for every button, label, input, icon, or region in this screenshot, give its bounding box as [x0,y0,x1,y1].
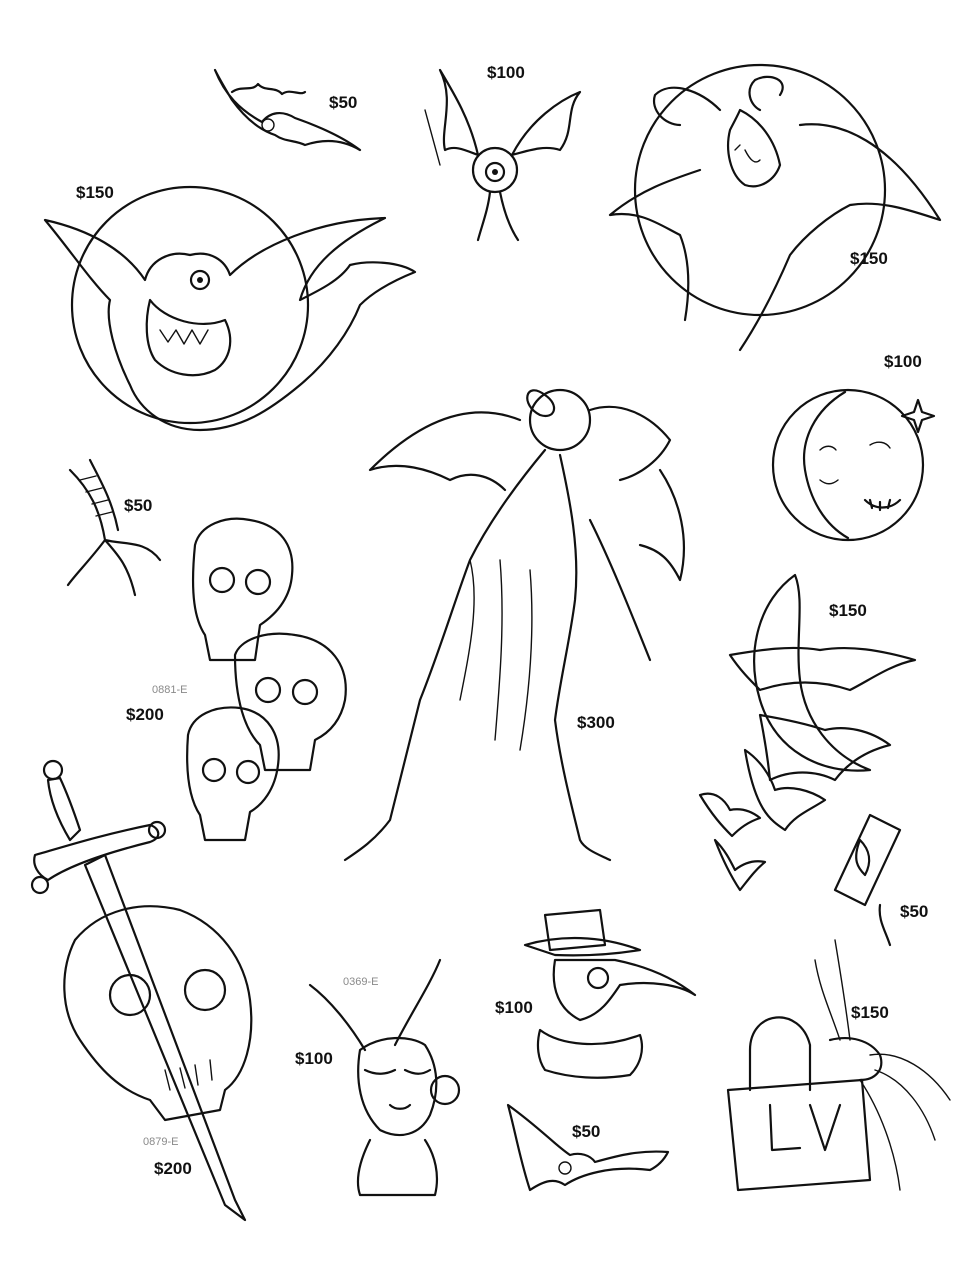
price-goat-skull-demon: $150 [850,249,888,268]
goat-skull-demon-drawing [608,63,942,352]
code-skull-stack: 0881-E [152,684,188,696]
price-skull-stack: $200 [126,705,164,724]
price-plague-doctor: $100 [495,998,533,1017]
gargoyle-drawing [43,185,417,432]
price-dagger-skull: $200 [154,1159,192,1178]
price-eyeball-bat: $100 [487,63,525,82]
bat-small-drawing [213,68,362,152]
bird-claw-drawing [66,458,162,597]
price-winged-demon: $300 [577,713,615,732]
price-padlock-spider: $150 [851,1003,889,1022]
skull-stack-drawing [186,517,347,842]
bunny-girl-drawing [308,958,461,1197]
price-razor-blade: $50 [900,902,929,921]
eyeball-bat-drawing [424,68,582,242]
price-gargoyle: $150 [76,183,114,202]
code-bunny-girl: 0369-E [343,976,379,988]
moon-face-drawing [771,388,936,542]
razor-blade-drawing [833,813,902,947]
moon-bats-drawing [698,573,917,892]
plague-doctor-drawing [523,908,697,1079]
dagger-skull-drawing [30,759,253,1222]
bat-bottom-drawing [506,1103,670,1192]
price-bat-small: $50 [329,93,358,112]
price-bunny-girl: $100 [295,1049,333,1068]
price-moon-face: $100 [884,352,922,371]
price-bat-bottom: $50 [572,1122,601,1141]
padlock-spider-drawing [726,939,951,1192]
price-bird-claw: $50 [124,496,153,515]
winged-demon-drawing [343,388,686,862]
price-moon-bats: $150 [829,601,867,620]
code-dagger-skull: 0879-E [143,1136,179,1148]
